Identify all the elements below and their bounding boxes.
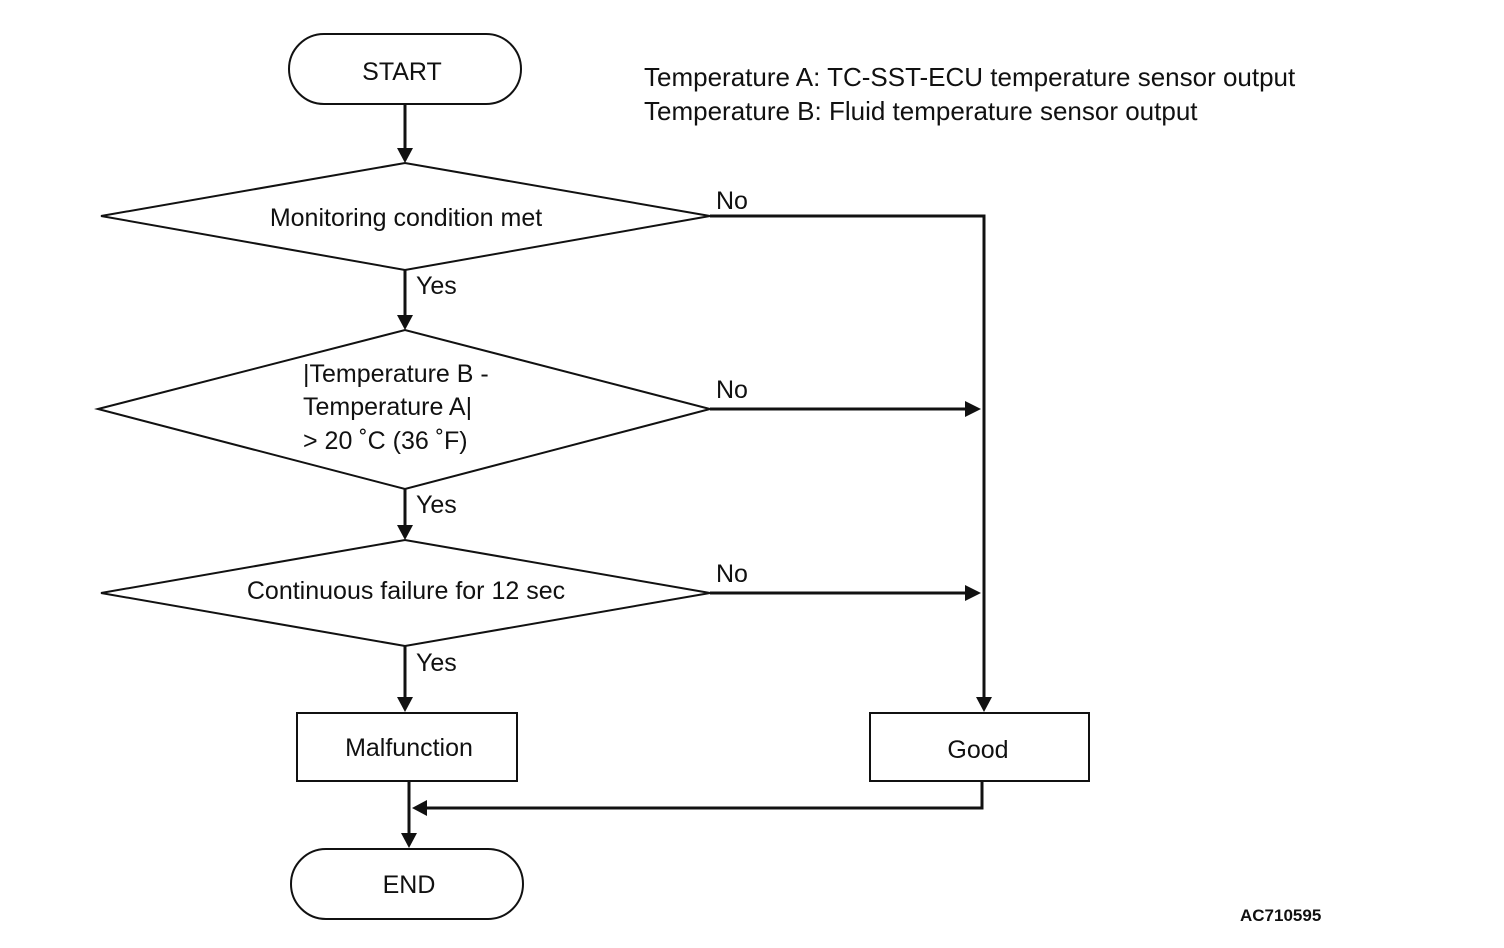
good-label: Good: [947, 736, 1008, 764]
branch-yes-label: Yes: [416, 649, 457, 677]
decision-temperature-line3: > 20 ˚C (36 ˚F): [303, 427, 468, 455]
legend-temperature-a: Temperature A: TC-SST-ECU temperature se…: [644, 62, 1296, 92]
end-label: END: [383, 871, 436, 899]
arrowhead: [401, 833, 417, 848]
arrowhead: [965, 585, 981, 601]
arrowhead: [397, 315, 413, 330]
branch-no-label: No: [716, 187, 748, 215]
arrowhead: [397, 525, 413, 540]
decision-temperature-line2: Temperature A|: [303, 393, 472, 421]
connector-good-end: [425, 781, 984, 810]
connector-d1-no: [710, 214, 986, 698]
arrowhead: [976, 697, 992, 712]
start-label: START: [362, 58, 442, 86]
arrowhead: [412, 800, 427, 816]
arrowhead: [397, 148, 413, 163]
branch-no-label: No: [716, 376, 748, 404]
branch-yes-label: Yes: [416, 272, 457, 300]
legend-temperature-b: Temperature B: Fluid temperature sensor …: [644, 96, 1198, 126]
decision-monitoring-label: Monitoring condition met: [270, 204, 542, 232]
figure-code: AC710595: [1240, 906, 1321, 925]
branch-yes-label: Yes: [416, 491, 457, 519]
decision-temperature-line1: |Temperature B -: [303, 360, 489, 388]
good-box: [869, 712, 1090, 782]
decision-continuous-failure-label: Continuous failure for 12 sec: [247, 577, 565, 605]
malfunction-box: [296, 712, 518, 782]
branch-no-label: No: [716, 560, 748, 588]
malfunction-label: Malfunction: [345, 734, 473, 762]
end-terminal: [290, 848, 524, 920]
arrowhead: [965, 401, 981, 417]
arrowhead: [397, 697, 413, 712]
